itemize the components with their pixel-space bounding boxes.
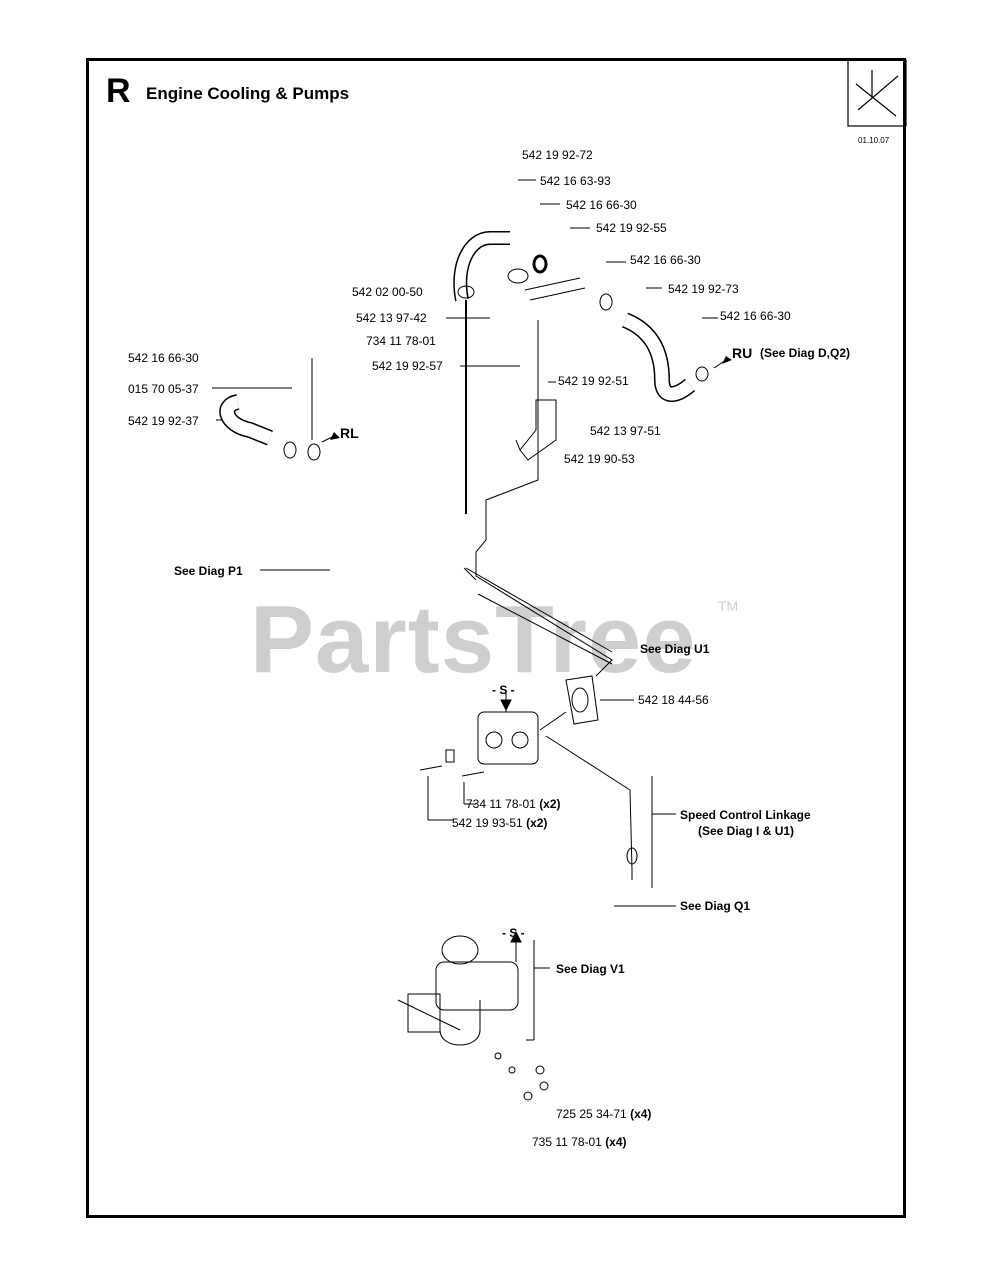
part-label-with-qty: 542 19 93-51 (x2) — [452, 816, 547, 830]
part-label: 542 16 63-93 — [540, 174, 611, 188]
part-label-with-qty: 734 11 78-01 (x2) — [466, 797, 561, 811]
part-label: 542 19 92-51 — [558, 374, 629, 388]
part-label-with-qty: 725 25 34-71 (x4) — [556, 1107, 651, 1121]
part-label: 542 19 92-73 — [668, 282, 739, 296]
ref-speed-control-note: (See Diag I & U1) — [698, 824, 795, 838]
part-label: 542 16 66-30 — [566, 198, 637, 212]
quantity: (x2) — [539, 797, 561, 811]
part-label: 542 16 66-30 — [720, 309, 791, 323]
part-label: 542 19 92-57 — [372, 359, 443, 373]
part-label: 542 18 44-56 — [638, 693, 709, 707]
page-title: Engine Cooling & Pumps — [146, 84, 350, 103]
part-label: 542 13 97-51 — [590, 424, 661, 438]
part-number: 734 11 78-01 — [466, 797, 536, 811]
orientation-icon — [847, 59, 907, 127]
part-number: 725 25 34-71 — [556, 1107, 627, 1121]
part-label: 542 02 00-50 — [352, 285, 423, 299]
part-number: 735 11 78-01 — [532, 1135, 602, 1149]
ref-rl: RL — [340, 425, 359, 441]
quantity: (x4) — [605, 1135, 627, 1149]
part-label: 542 19 92-55 — [596, 221, 667, 235]
revision-date: 01.10.07 — [858, 136, 890, 145]
watermark: PartsTree — [250, 586, 697, 693]
ref-ru-note: (See Diag D,Q2) — [760, 346, 851, 360]
part-label: 542 16 66-30 — [128, 351, 199, 365]
part-number: 542 19 93-51 — [452, 816, 523, 830]
ref-diag-u1: See Diag U1 — [640, 642, 710, 656]
part-label: 015 70 05-37 — [128, 382, 199, 396]
ref-diag-p1: See Diag P1 — [174, 564, 243, 578]
part-label: 542 19 90-53 — [564, 452, 635, 466]
diagram-frame — [86, 58, 906, 1218]
ref-s-bottom: - S - — [502, 926, 525, 940]
part-label: 542 16 66-30 — [630, 253, 701, 267]
ref-diag-q1: See Diag Q1 — [680, 899, 751, 913]
part-label: 542 19 92-72 — [522, 148, 593, 162]
ref-speed-control: Speed Control Linkage — [680, 808, 811, 822]
ref-s-top: - S - — [492, 683, 515, 697]
part-label-with-qty: 735 11 78-01 (x4) — [532, 1135, 627, 1149]
quantity: (x2) — [526, 816, 548, 830]
watermark-trademark: TM — [718, 598, 739, 614]
ref-ru: RU — [732, 345, 753, 361]
quantity: (x4) — [630, 1107, 652, 1121]
part-label: 734 11 78-01 — [366, 334, 436, 348]
section-letter: R — [106, 72, 131, 110]
part-label: 542 19 92-37 — [128, 414, 199, 428]
ref-diag-v1: See Diag V1 — [556, 962, 625, 976]
part-label: 542 13 97-42 — [356, 311, 427, 325]
